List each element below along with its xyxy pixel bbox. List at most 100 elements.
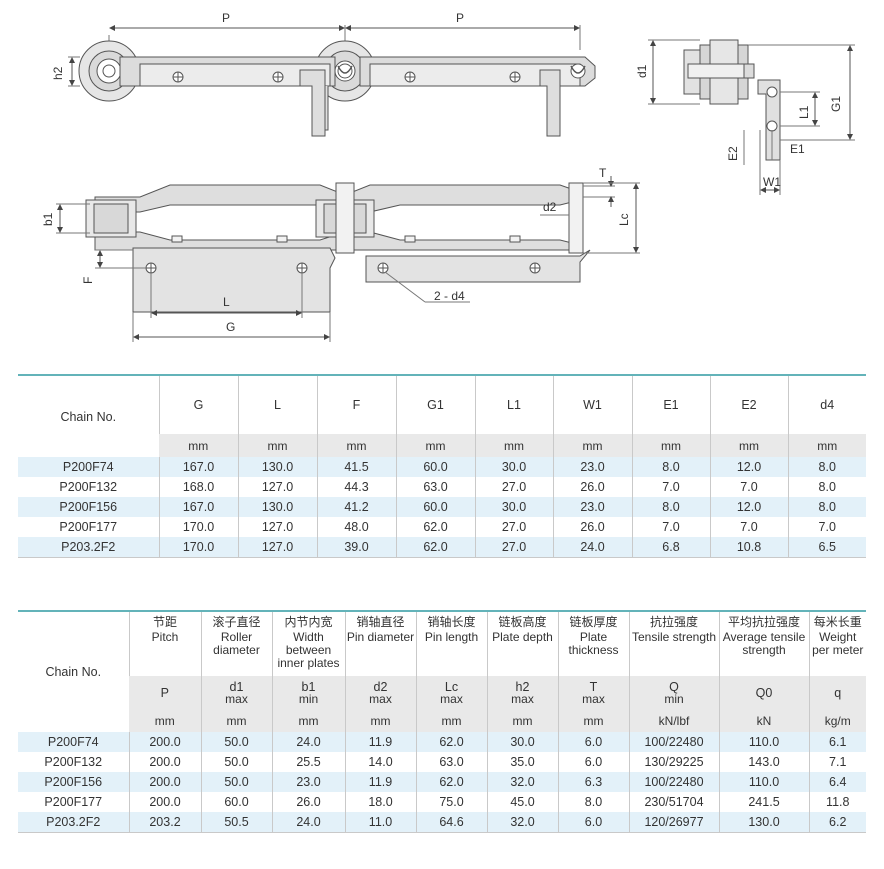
value-cell: 60.0 [395,457,475,477]
table1-symbol-row: Chain No. G L F G1 L1 W1 E1 E2 d4 [18,374,866,457]
col-limit-text: max [582,691,605,706]
chain-number-cell: P200F74 [18,732,129,752]
col-symbol-text: Q [669,679,679,694]
dim-label-L1: L1 [797,105,811,119]
value-cell: 7.0 [709,477,788,497]
value-cell: 64.6 [415,812,487,833]
value-cell: 50.0 [200,752,272,772]
value-cell: 14.0 [344,752,416,772]
value-cell: 7.0 [631,477,710,497]
dim-label-L: L [223,295,230,309]
col-name-cn: 节距 [152,615,177,629]
dim-label-pitch-left: P [222,11,230,25]
col-name-cn: 链板厚度 [569,615,618,629]
value-cell: 50.0 [200,772,272,792]
dim-label-G: G [226,320,235,334]
col-name-en: Weight per meter [812,630,864,657]
value-cell: 8.0 [631,457,710,477]
value-cell: 62.0 [395,517,475,537]
dim-label-d2: d2 [543,200,557,214]
dimension-table: Chain No. G L F G1 L1 W1 E1 E2 d4 mm mm … [18,374,866,558]
col-name-en: Roller diameter [213,630,260,657]
value-cell: 60.0 [200,792,272,812]
value-cell: 230/51704 [628,792,719,812]
col-unit: kN/lbf [628,709,719,732]
chain-technical-drawing: P P h2 d1 L1 G1 E2 E1 W1 [41,11,855,342]
chain-number-cell: P200F74 [18,457,159,477]
dim-label-E1: E1 [790,142,805,156]
col-symbol: d4 [787,374,866,434]
value-cell: 75.0 [415,792,487,812]
chain-number-cell: P200F177 [59,520,118,534]
value-cell: 63.0 [395,477,475,497]
dim-label-E2: E2 [726,146,740,161]
value-cell: 62.0 [415,772,487,792]
value-cell: 8.0 [787,477,866,497]
dim-label-d1: d1 [635,64,649,78]
value-cell: 41.5 [316,457,396,477]
col-name-cn: 抗拉强度 [649,615,698,629]
value-cell: 127.0 [237,477,317,497]
dim-label-hole-note: 2 - d4 [434,289,465,303]
value-cell: 168.0 [158,477,238,497]
value-cell: 44.3 [316,477,396,497]
value-cell: 24.0 [271,812,345,833]
value-cell: 200.0 [128,772,201,792]
col-unit: mm [271,709,345,732]
value-cell: 24.0 [552,537,632,558]
value-cell: 130.0 [237,497,317,517]
value-cell: 11.8 [808,792,866,812]
value-cell: 100/22480 [628,772,719,792]
value-cell: 8.0 [787,497,866,517]
value-cell: 6.2 [808,812,866,833]
value-cell: 110.0 [718,772,809,792]
chain-number-cell: P203.2F2 [18,812,129,833]
col-name-cn: 链板高度 [498,615,547,629]
chain-number-cell: P200F156 [18,497,159,517]
col-unit: mm [557,709,629,732]
col-unit: mm [709,434,788,457]
dim-label-F: F [81,277,95,284]
col-symbol-text: b1 [301,679,316,694]
dim-label-b1: b1 [41,212,55,226]
col-name-en: Pitch [151,630,179,644]
dim-label-T: T [599,166,607,180]
value-cell: 24.0 [271,732,345,752]
value-cell: 12.0 [709,457,788,477]
value-cell: 167.0 [158,457,238,477]
col-name-cn: 平均抗拉强度 [727,615,800,629]
value-cell: 6.3 [557,772,629,792]
col-unit: mm [395,434,475,457]
value-cell: 170.0 [158,537,238,558]
col-unit: mm [159,434,238,457]
col-name-cn: 销轴长度 [427,615,476,629]
col-limit-text: min [298,691,319,706]
value-cell: 100/22480 [628,732,719,752]
col-limit-text: min [664,691,684,706]
value-cell: 27.0 [474,477,553,497]
col-unit: mm [415,709,487,732]
value-cell: 7.1 [808,752,866,772]
col-name-cn: 每米长重 [813,615,862,629]
value-cell: 7.0 [787,517,866,537]
value-cell: 30.0 [474,497,553,517]
value-cell: 143.0 [718,752,809,772]
value-cell: 32.0 [486,772,558,792]
value-cell: 25.5 [271,752,345,772]
